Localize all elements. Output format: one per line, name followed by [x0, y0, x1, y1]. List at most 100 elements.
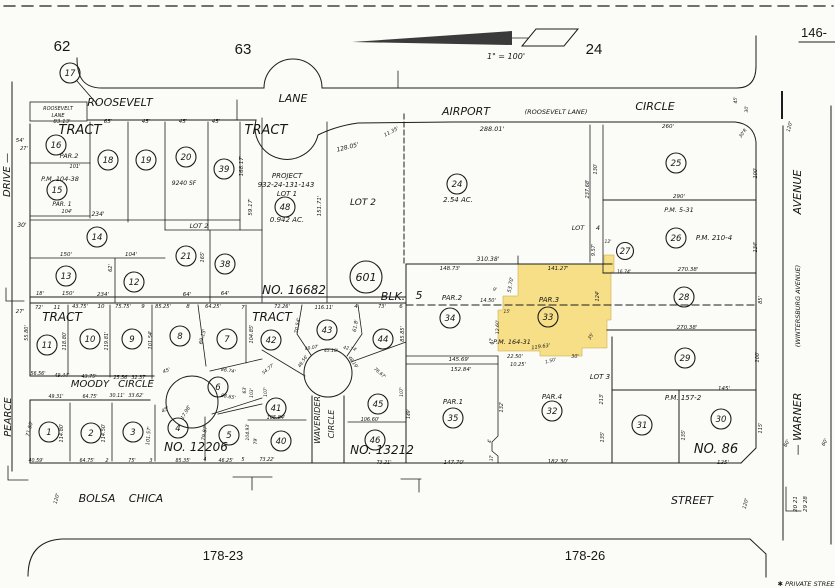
dimension-label: 55.80'	[24, 325, 30, 341]
private-street-footnote: ✱ PRIVATE STREET	[778, 580, 835, 588]
dimension-label: 27'	[20, 146, 28, 152]
dimension-label: 15'	[504, 309, 511, 315]
lot-circle-12	[123, 271, 145, 293]
lot-number-44: 44	[378, 335, 389, 345]
dimension-label: 11.35'	[383, 126, 400, 139]
blk-label: BLK.	[381, 290, 405, 303]
street-roosevelt: ROOSEVELT	[87, 96, 154, 109]
lot-circle-15	[46, 179, 68, 201]
dimension-label: 2	[105, 458, 108, 464]
lot-number-601: 601	[356, 271, 377, 284]
dimension-label: 151.71'	[317, 196, 323, 217]
dimension-label: 45'	[733, 97, 739, 104]
lot-circle-33	[537, 306, 559, 328]
dimension-label: 132'	[499, 402, 505, 413]
dimension-label: 182.30'	[548, 459, 569, 465]
lot-number-12: 12	[129, 278, 140, 288]
lot-number-17: 17	[65, 69, 76, 79]
dimension-label: 75'	[128, 458, 135, 464]
dimension-label: 86.74'	[220, 367, 236, 376]
lot-number-31: 31	[637, 421, 648, 431]
dimension-label: 64'	[183, 292, 192, 298]
dimension-label: 270.38'	[678, 267, 699, 273]
dimension-label: 45'	[212, 119, 221, 125]
adjacent-sheet-178-23: 178-23	[203, 548, 243, 563]
street-airport-sub: (ROOSEVELT LANE)	[525, 108, 588, 116]
lot-circle-24	[446, 173, 468, 195]
dimension-label: 145.69'	[449, 357, 470, 363]
lot-number-38: 38	[220, 260, 231, 270]
lot-number-28: 28	[679, 293, 690, 303]
lot-circle-21	[175, 245, 197, 267]
dimension-label: 64'	[221, 291, 230, 297]
dimension-label: 30'R	[738, 128, 749, 140]
dimension-label: 37'	[489, 455, 494, 461]
lot-circle-3	[122, 421, 144, 443]
dimension-label: 16.74'	[617, 269, 631, 275]
dimension-label: 147.70'	[444, 460, 465, 466]
dimension-label: 14.50'	[480, 298, 496, 304]
lot-number-34: 34	[445, 314, 456, 324]
lot-circle-34	[439, 307, 461, 329]
street-waverider: WAVERIDER	[313, 396, 322, 444]
dimension-label: 49.44'	[54, 373, 69, 379]
dimension-label: 72.26'	[274, 304, 290, 310]
lot-circle-14	[86, 226, 108, 248]
dimension-label: 32.37'	[131, 375, 146, 381]
dimension-label: 128.05'	[336, 141, 360, 153]
lot-circle-17	[59, 62, 81, 84]
lot-circle-601	[349, 260, 383, 294]
pm-164-31: P.M. 164-31	[493, 338, 531, 346]
dimension-label: 101.54'	[148, 331, 154, 350]
lot-number-9: 9	[129, 335, 134, 345]
dimension-label: 116.11'	[315, 305, 334, 311]
dimension-label: 40.59'	[28, 458, 43, 464]
street-avenue: AVENUE	[791, 170, 804, 216]
lot-circle-16	[45, 134, 67, 156]
dimension-label: 30'	[17, 222, 27, 229]
lot-number-10: 10	[85, 335, 96, 345]
dimension-label: 150'	[62, 291, 74, 297]
dimension-label: 45.18'	[324, 348, 338, 354]
lot-circle-8	[169, 325, 191, 347]
lot-number-48: 48	[280, 203, 291, 213]
lot-number-13: 13	[61, 272, 72, 282]
dimension-label: 107'	[399, 387, 405, 397]
dimension-label: 88.65'	[220, 393, 236, 402]
dimension-label: 53.70'	[507, 277, 516, 294]
adjacent-sheet-178-26: 178-26	[565, 548, 605, 563]
dimension-label: 54'	[16, 138, 25, 144]
lot-number-27: 27	[620, 247, 631, 257]
lot-circle-4	[167, 417, 189, 439]
dimension-label: 42.74'	[343, 345, 358, 353]
dimension-label: 63'	[242, 387, 248, 394]
dimension-label: 47'	[489, 338, 495, 345]
dimension-label: 40.07'	[304, 344, 319, 352]
dimension-label: 73.22'	[259, 457, 274, 463]
lot-number-25: 25	[671, 159, 682, 169]
street-bolsa: BOLSA	[79, 492, 116, 505]
lot-number-18: 18	[103, 156, 114, 166]
adjacent-page-24: 24	[586, 41, 603, 58]
dimension-label: 59.17'	[248, 198, 254, 215]
lot-number-24: 24	[452, 180, 463, 190]
project-number: 932-24-131-143	[258, 181, 315, 189]
dimension-label: 168.17'	[239, 156, 245, 177]
lot-number-21: 21	[181, 252, 192, 262]
dimension-label: 152.84'	[451, 367, 472, 373]
lot-1-label: LOT 1	[277, 190, 297, 198]
dimension-label: 83.13'	[53, 119, 70, 125]
lot-circle-11	[36, 334, 58, 356]
dimension-label: 120'	[786, 121, 795, 133]
dimension-label: 234'	[97, 292, 109, 298]
street-drive: DRIVE —	[2, 153, 13, 197]
lot-circle-46	[364, 429, 386, 451]
lot-circle-43	[316, 319, 338, 341]
lot-number-15: 15	[52, 186, 63, 196]
lot-circle-7	[216, 328, 238, 350]
lot-circle-44	[372, 328, 394, 350]
dimension-label: 148.73'	[440, 266, 461, 272]
lot-1-area: 0.942 AC.	[270, 216, 304, 224]
lot-number-16: 16	[51, 141, 62, 151]
